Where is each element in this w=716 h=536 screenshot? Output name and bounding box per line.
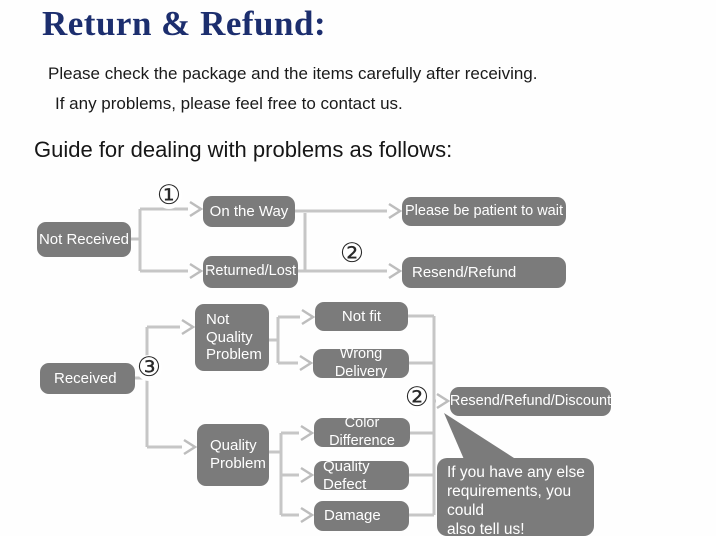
node-resend-refund-discount: Resend/Refund/Discount [450, 387, 611, 416]
arrow-icon [301, 308, 316, 326]
note-bubble: If you have any else requirements, you c… [437, 458, 594, 536]
step-2-badge-bottom: ② [404, 382, 430, 413]
connector-received [135, 325, 182, 449]
connector-not-received [131, 207, 188, 273]
subtitle-line-2: If any problems, please feel free to con… [55, 94, 403, 113]
bubble-tail [444, 413, 514, 464]
connector-way-lost [295, 209, 387, 273]
step-3-badge: ③ [136, 352, 162, 383]
node-not-received: Not Received [37, 222, 131, 257]
node-wrong-delivery: Wrong Delivery [313, 346, 409, 380]
arrow-icon [300, 506, 315, 524]
node-not-fit: Not fit [315, 302, 408, 331]
subtitle-line-1: Please check the package and the items c… [48, 64, 538, 83]
guide-heading: Guide for dealing with problems as follo… [34, 137, 453, 162]
node-damage: Damage [314, 501, 409, 531]
node-quality-defect: Quality Defect [314, 458, 409, 493]
step-2-badge-top: ② [339, 238, 365, 269]
step-1-badge: ① [156, 180, 182, 211]
node-color-difference: Color Difference [314, 415, 410, 449]
node-quality-problem: Quality Problem [197, 424, 269, 486]
arrow-icon [388, 202, 403, 220]
arrow-icon [388, 262, 403, 280]
node-be-patient: Please be patient to wait [402, 197, 566, 226]
arrow-icon [183, 438, 198, 456]
connector-quality [268, 431, 299, 517]
node-resend-refund: Resend/Refund [402, 257, 566, 288]
node-not-quality-problem: Not Quality Problem [195, 304, 269, 371]
connector-not-quality [268, 315, 300, 365]
arrow-icon [299, 354, 314, 372]
node-received: Received [40, 363, 135, 394]
page-title: Return & Refund: [42, 4, 327, 43]
arrow-icon [189, 200, 204, 218]
node-on-the-way: On the Way [203, 196, 295, 227]
connector-collector [408, 314, 436, 517]
arrow-icon [189, 262, 204, 280]
arrow-icon [300, 466, 315, 484]
node-returned-lost: Returned/Lost [203, 256, 298, 288]
arrow-icon [181, 318, 196, 336]
arrow-icon [300, 424, 315, 442]
arrow-icon [436, 392, 451, 410]
